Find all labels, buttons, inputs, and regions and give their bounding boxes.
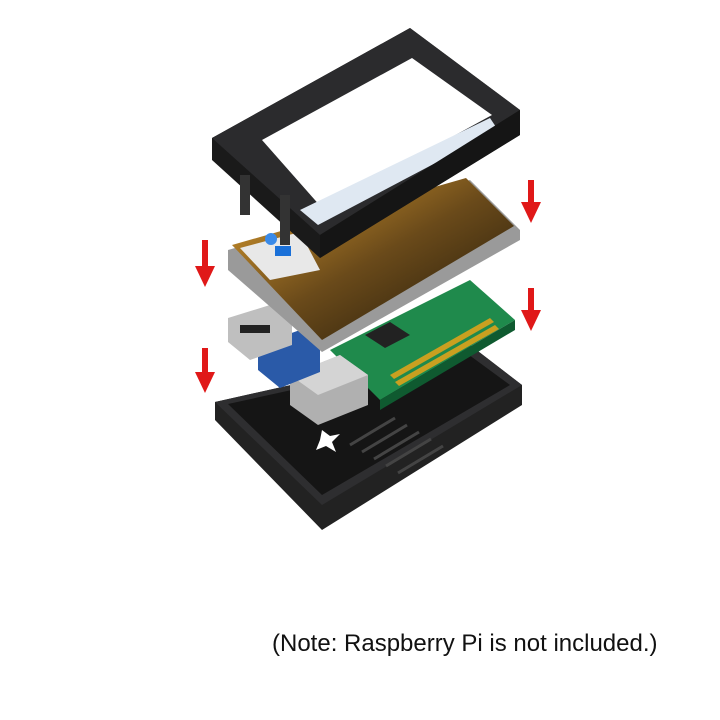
down-arrow-icon bbox=[521, 288, 541, 331]
caption-note: (Note: Raspberry Pi is not included.) bbox=[272, 630, 658, 657]
down-arrow-icon bbox=[195, 240, 215, 287]
top-frame bbox=[212, 28, 520, 258]
down-arrow-icon bbox=[521, 180, 541, 223]
down-arrow-icon bbox=[195, 348, 215, 393]
lcd-screen bbox=[228, 178, 520, 352]
